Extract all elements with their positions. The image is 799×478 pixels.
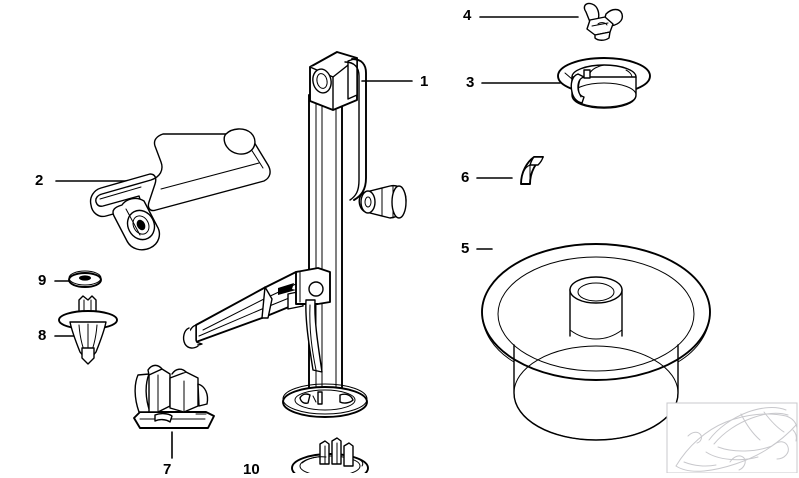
jack-base-plate	[282, 383, 368, 418]
part-sealing-washer	[68, 270, 102, 288]
callout-1: 1	[420, 73, 429, 90]
jack-swing-arm	[344, 58, 367, 201]
car-outline	[675, 407, 798, 472]
part-jack-crank-handle	[89, 128, 271, 251]
callout-10: 10	[243, 461, 260, 478]
callout-7: 7	[163, 461, 172, 478]
part-wing-nut	[583, 2, 624, 41]
part-jack-retaining-clip	[133, 364, 215, 429]
jack-lift-arm	[182, 267, 331, 349]
callout-9: 9	[38, 272, 47, 289]
callout-3: 3	[466, 74, 475, 91]
callout-8: 8	[38, 327, 47, 344]
jack-support-strut	[305, 299, 323, 373]
leader-lines	[54, 16, 579, 459]
part-expanding-rivet	[58, 295, 118, 365]
part-rubber-wedge-block	[520, 156, 544, 185]
part-retaining-cup	[557, 57, 651, 109]
callout-5: 5	[461, 240, 470, 257]
part-wheel-bolt-holder	[291, 437, 369, 473]
callout-6: 6	[461, 169, 470, 186]
jack-head	[309, 51, 358, 111]
crank-socket	[112, 197, 161, 251]
part-vehicle-jack	[182, 51, 407, 418]
callout-2: 2	[35, 172, 44, 189]
callout-4: 4	[463, 7, 472, 24]
vehicle-silhouette-inset	[666, 402, 798, 473]
jack-roller	[358, 184, 407, 219]
